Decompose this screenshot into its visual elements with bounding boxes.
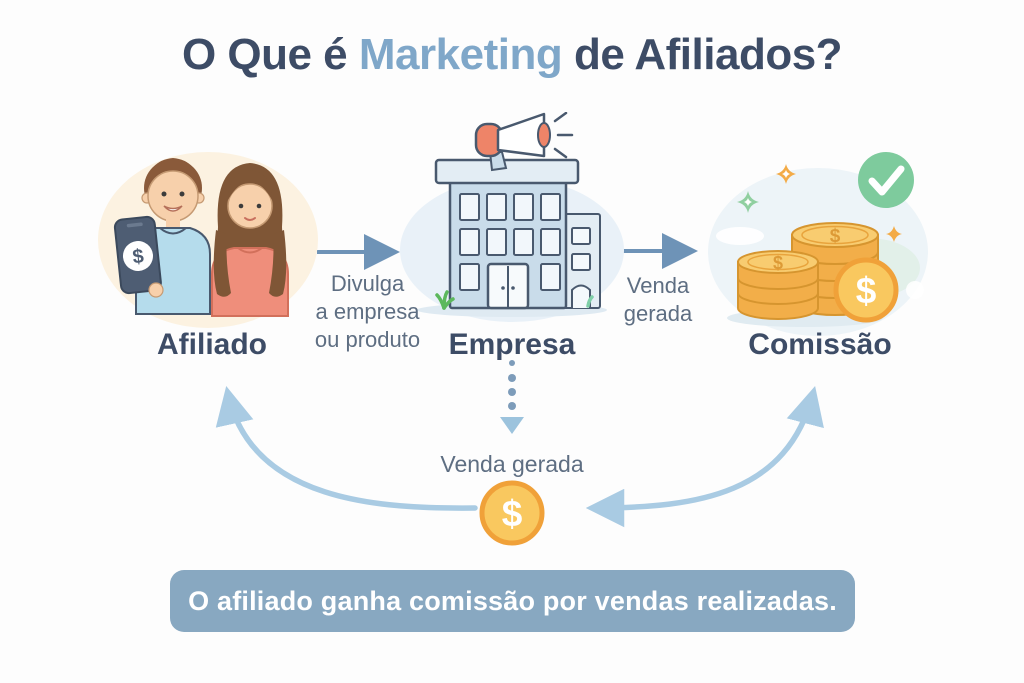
empresa-label: Empresa	[448, 328, 576, 361]
coin-dollar-symbol: $	[856, 270, 877, 311]
phone-dollar-symbol: $	[131, 245, 144, 268]
title-highlight: Marketing	[358, 30, 563, 79]
coin-dollar-symbol: $	[502, 493, 523, 534]
check-badge-icon	[858, 152, 914, 208]
title-suffix: de Afiliados?	[562, 30, 843, 79]
megaphone-icon	[474, 112, 574, 172]
front-dollar-coin-icon: $	[833, 257, 899, 323]
stack-dollar-symbol: $	[830, 226, 841, 247]
dollar-badge-icon	[123, 241, 153, 271]
sale-dollar-coin-icon: $	[479, 480, 545, 546]
building-icon	[434, 158, 601, 310]
empresa-building-megaphone-icon	[400, 112, 624, 322]
stack-dollar-symbol: $	[773, 253, 783, 273]
grass-icon	[435, 290, 594, 310]
afiliado-label: Afiliado	[157, 328, 267, 361]
curve-arrow-comissao-to-coin	[585, 386, 824, 528]
phone-icon: $	[113, 215, 162, 295]
comissao-coins-check-icon: $ $ $	[708, 152, 928, 336]
title-prefix: O Que é	[181, 30, 359, 79]
edge-label-venda-gerada-baixo: Venda gerada	[440, 451, 584, 477]
comissao-label: Comissão	[748, 328, 892, 361]
edge-label-divulga: Divulga a empresa ou produto	[314, 271, 421, 352]
page-title: O Que é Marketing de Afiliados?	[0, 30, 1024, 80]
afiliado-couple-with-phone-icon: $	[98, 152, 318, 328]
woman-figure	[211, 163, 289, 317]
footer-banner: O afiliado ganha comissão por vendas rea…	[170, 570, 855, 632]
footer-banner-text: O afiliado ganha comissão por vendas rea…	[188, 585, 837, 616]
sparkle-icon	[737, 164, 902, 242]
edge-label-venda-gerada: Venda gerada	[623, 273, 693, 326]
dotted-arrow-down-icon	[500, 360, 524, 434]
coin-stack-short-icon: $	[737, 250, 819, 320]
